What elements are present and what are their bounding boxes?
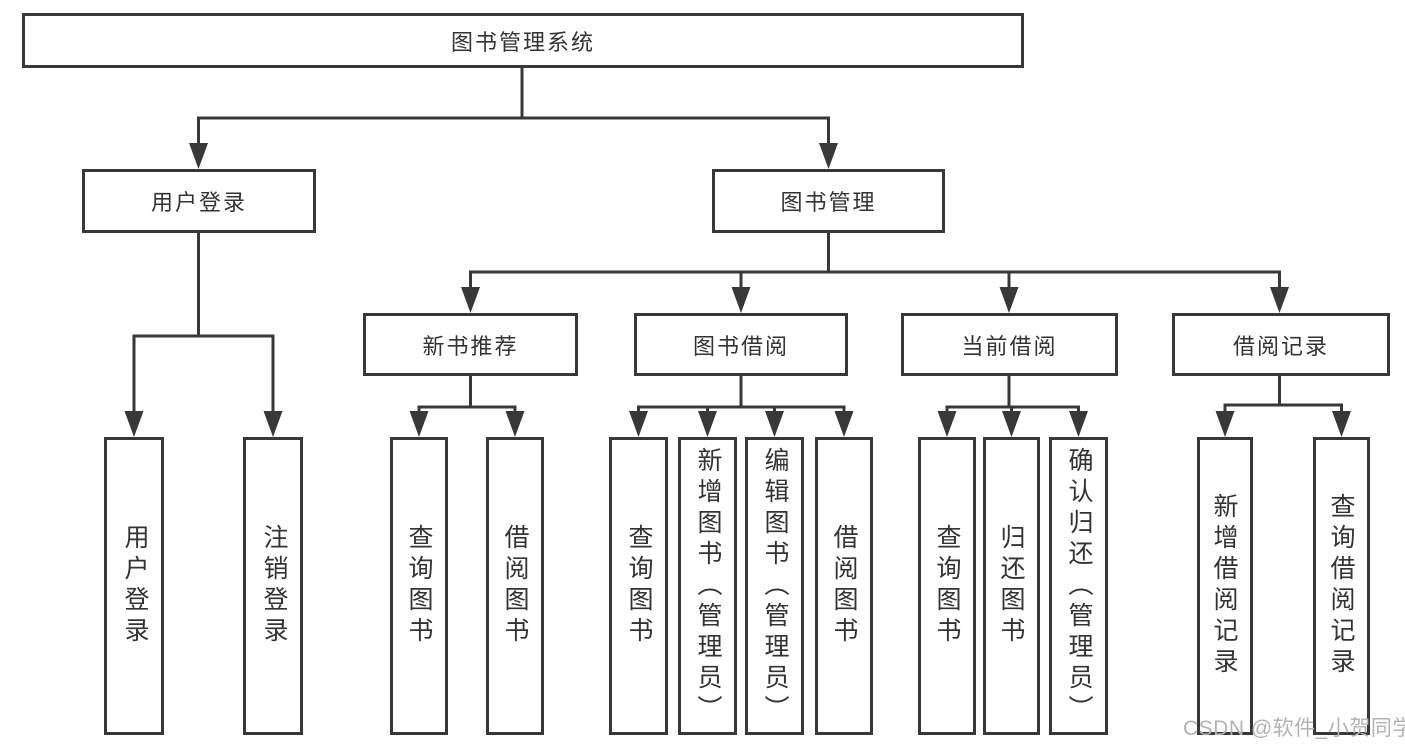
leaf-user-login: 用户登录 xyxy=(104,437,164,735)
leaf-add-borrow-record: 新增借阅记录 xyxy=(1197,437,1253,735)
arrowhead-icons xyxy=(124,143,1351,437)
node-new-book-recommend: 新书推荐 xyxy=(363,313,578,376)
node-current-borrowing: 当前借阅 xyxy=(901,313,1118,376)
leaf-query-books-borrowing: 查询图书 xyxy=(609,437,668,735)
leaf-query-books-recommend: 查询图书 xyxy=(390,437,448,735)
leaf-confirm-return-admin: 确认归还（管理员） xyxy=(1049,437,1108,735)
leaf-borrow-books-borrowing: 借阅图书 xyxy=(815,437,873,735)
node-borrowing-records: 借阅记录 xyxy=(1172,313,1390,376)
leaf-edit-books-admin: 编辑图书（管理员） xyxy=(745,437,804,735)
node-book-borrowing: 图书借阅 xyxy=(634,313,848,376)
node-user-login: 用户登录 xyxy=(82,169,316,233)
leaf-logout: 注销登录 xyxy=(243,437,303,735)
leaf-borrow-books-recommend: 借阅图书 xyxy=(486,437,544,735)
leaf-query-borrow-record: 查询借阅记录 xyxy=(1313,437,1370,735)
leaf-add-books-admin: 新增图书（管理员） xyxy=(678,437,737,735)
node-book-management: 图书管理 xyxy=(712,169,945,233)
leaf-query-books-current: 查询图书 xyxy=(918,437,976,735)
leaf-return-books: 归还图书 xyxy=(983,437,1040,735)
node-library-management-system: 图书管理系统 xyxy=(22,13,1024,68)
watermark: CSDN @软件_小贺同学 xyxy=(1183,717,1405,740)
